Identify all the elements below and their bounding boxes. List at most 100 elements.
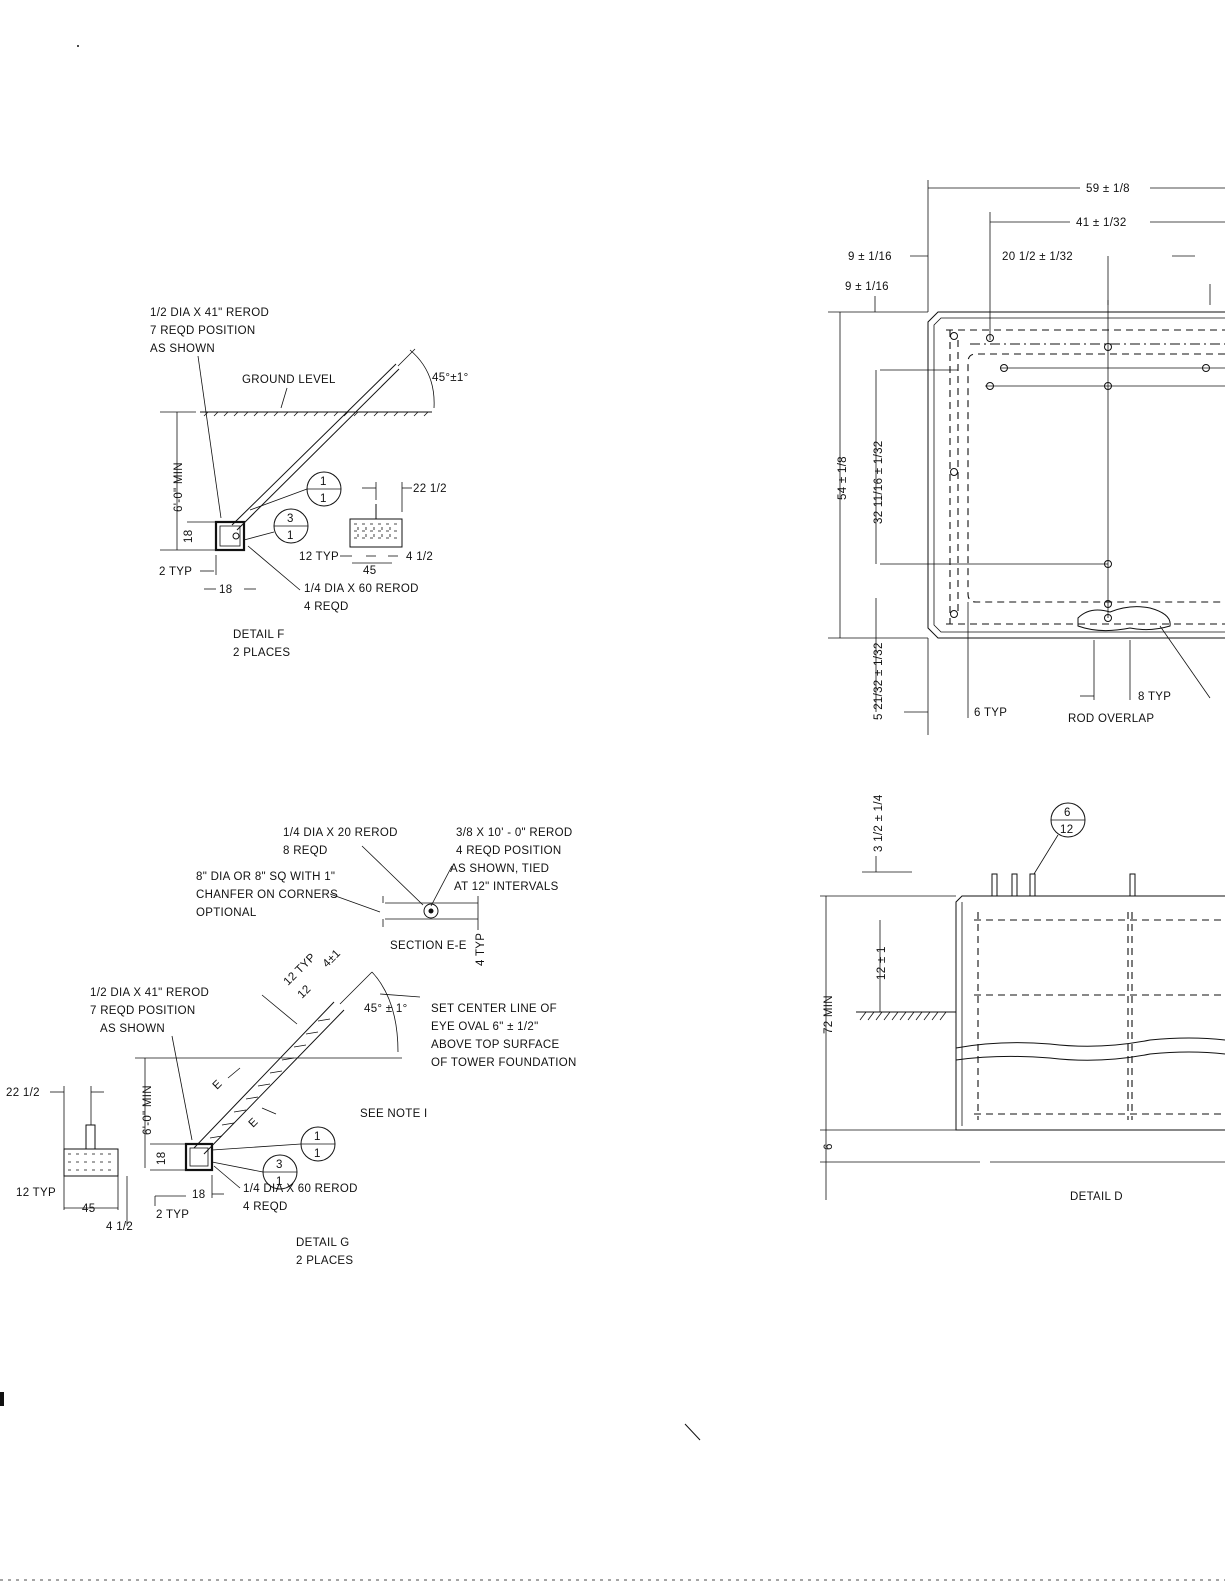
detail-g-sec-mark-b: E xyxy=(247,1116,261,1130)
detail-f-rerod-note-2: 7 REQD POSITION xyxy=(150,325,255,337)
detail-g-leader-d xyxy=(213,1165,241,1189)
detail-d-dim-8-typ: 8 TYP xyxy=(1138,691,1171,703)
detail-g-rod-edge-a xyxy=(193,1001,335,1149)
detail-d-dim-6-typ: 6 TYP xyxy=(974,707,1007,719)
detail-g-angle: 45° ± 1° xyxy=(364,1003,408,1015)
svg-text:12: 12 xyxy=(1060,824,1073,836)
detail-f-dim-45: 45 xyxy=(363,565,376,577)
detail-g-rerod-b-2: 4 REQD POSITION xyxy=(456,845,561,857)
detail-g-rerod-b-4: AT 12" INTERVALS xyxy=(454,881,559,893)
detail-f-bubble-1-leader xyxy=(249,488,308,511)
detail-g-typ-4: 4 TYP xyxy=(475,933,487,966)
detail-d-dim-3-half: 3 1/2 ± 1/4 xyxy=(873,794,885,852)
detail-g-sec-mark-a-line xyxy=(227,1067,241,1079)
detail-d-plan-outline xyxy=(927,311,1225,639)
detail-f-block-dim: 18 xyxy=(183,530,195,543)
detail-g-rerod-a-2: 8 REQD xyxy=(283,845,328,857)
detail-f-rerod2-2: 4 REQD xyxy=(304,601,349,613)
detail-g-chamfer-1: 8" DIA OR 8" SQ WITH 1" xyxy=(196,871,335,883)
detail-g-rerod-d-1: 1/4 DIA X 60 REROD xyxy=(243,1183,358,1195)
detail-g-leader-a xyxy=(361,845,424,906)
detail-f-leader-ground xyxy=(280,387,288,409)
detail-g-12typ-ext xyxy=(261,994,298,1025)
detail-g-dim-4pm1: 4±1 xyxy=(321,947,344,970)
detail-f-rerod-note-3: AS SHOWN xyxy=(150,343,215,355)
detail-d-inner-rebar-loop xyxy=(967,353,1225,603)
detail-g-end-view-rod xyxy=(85,1124,96,1150)
scan-speck xyxy=(77,45,79,47)
detail-g-end-view-block xyxy=(63,1148,119,1177)
svg-text:1: 1 xyxy=(314,1131,321,1143)
detail-f-end-view-block xyxy=(349,518,403,548)
detail-d-bubble: 6 12 xyxy=(1050,802,1086,838)
detail-f-bubble-2-leader xyxy=(243,531,275,541)
detail-g-rerod-c-1: 1/2 DIA X 41" REROD xyxy=(90,987,209,999)
detail-f-places: 2 PLACES xyxy=(233,647,290,659)
detail-d-elevation-outline xyxy=(955,895,1225,1131)
detail-d-hole-11 xyxy=(950,468,958,476)
detail-f-dim-2-typ: 2 TYP xyxy=(159,566,192,578)
detail-d-overlap-leader xyxy=(1159,625,1211,699)
detail-d-ground-hatch xyxy=(859,1011,947,1021)
detail-g-section: SECTION E-E xyxy=(390,940,467,952)
detail-f-leader-rerod xyxy=(197,355,222,519)
detail-g-chamfer-3: OPTIONAL xyxy=(196,907,257,919)
detail-g-sec-mark-b-line xyxy=(261,1107,277,1115)
svg-text:1: 1 xyxy=(320,493,327,505)
detail-g-section-circle xyxy=(423,903,439,919)
detail-g-rerod-c-3: AS SHOWN xyxy=(100,1023,165,1035)
detail-f-eye xyxy=(232,532,240,540)
detail-d-dim-6: 6 xyxy=(823,1143,835,1150)
detail-f-rerod2-1: 1/4 DIA X 60 REROD xyxy=(304,583,419,595)
detail-g-dim-18a: 18 xyxy=(156,1152,168,1165)
detail-g-rerod-d-2: 4 REQD xyxy=(243,1201,288,1213)
detail-f-title: DETAIL F xyxy=(233,629,285,641)
detail-g-dim-2-typ: 2 TYP xyxy=(156,1209,189,1221)
detail-g-note-1: SET CENTER LINE OF xyxy=(431,1003,557,1015)
detail-d-hole-8 xyxy=(1104,600,1112,608)
detail-f-dim-4-half: 4 1/2 xyxy=(406,551,433,563)
detail-f-dim-12-typ: 12 TYP xyxy=(299,551,339,563)
detail-d-plan-inner xyxy=(933,317,1225,633)
detail-d-stub-4 xyxy=(1129,873,1136,897)
detail-d-stub-1 xyxy=(991,873,998,897)
svg-text:1: 1 xyxy=(287,530,294,542)
detail-f-leader-rerod2 xyxy=(247,545,301,591)
detail-f-guy-rod-b xyxy=(236,368,400,531)
detail-d-dim-9b: 9 ± 1/16 xyxy=(845,281,889,293)
detail-g-rod-ties xyxy=(209,1018,331,1139)
svg-text:3: 3 xyxy=(276,1159,283,1171)
detail-d-hole-1 xyxy=(986,334,994,342)
detail-d-title: DETAIL D xyxy=(1070,1191,1123,1203)
detail-f-rod-extension xyxy=(397,348,416,367)
detail-d-dim-32: 32 11/16 ± 1/32 xyxy=(873,441,885,525)
svg-text:3: 3 xyxy=(287,513,294,525)
detail-g-places: 2 PLACES xyxy=(296,1255,353,1267)
detail-g-leader-chamfer xyxy=(329,893,381,913)
detail-d-rod-overlap-break xyxy=(1077,606,1171,632)
detail-d-hole-3 xyxy=(1000,364,1008,372)
detail-d-bubble-leader xyxy=(1033,834,1059,875)
detail-d-break-line-a xyxy=(955,1037,1225,1049)
detail-d-dim-20: 20 1/2 ± 1/32 xyxy=(1002,251,1073,263)
detail-g-depth: 6'-0" MIN xyxy=(142,1085,154,1135)
detail-f-ground-hatch xyxy=(203,411,429,417)
detail-g-end-view-rebar xyxy=(68,1153,111,1171)
svg-text:1: 1 xyxy=(320,476,327,488)
detail-d-hole-12 xyxy=(950,610,958,618)
detail-d-dim-9a: 9 ± 1/16 xyxy=(848,251,892,263)
detail-d-stub-3 xyxy=(1029,873,1036,897)
detail-d-dim-5: 5 21/32 ± 1/32 xyxy=(873,642,885,720)
detail-d-hole-4 xyxy=(986,382,994,390)
detail-g-note-3: ABOVE TOP SURFACE xyxy=(431,1039,559,1051)
detail-d-dim-54: 54 ± 1/8 xyxy=(837,456,849,500)
svg-text:1: 1 xyxy=(276,1176,283,1188)
detail-f-guy-rod-a xyxy=(231,363,397,526)
detail-f-dim-22: 22 1/2 xyxy=(413,483,447,495)
detail-g-note-2: EYE OVAL 6" ± 1/2" xyxy=(431,1021,538,1033)
detail-g-bubble-1: 1 1 xyxy=(300,1126,336,1162)
detail-g-see-note: SEE NOTE I xyxy=(360,1108,428,1120)
detail-d-dim-72: 72 MIN xyxy=(823,995,835,1034)
detail-d-break-line-b xyxy=(955,1051,1225,1061)
